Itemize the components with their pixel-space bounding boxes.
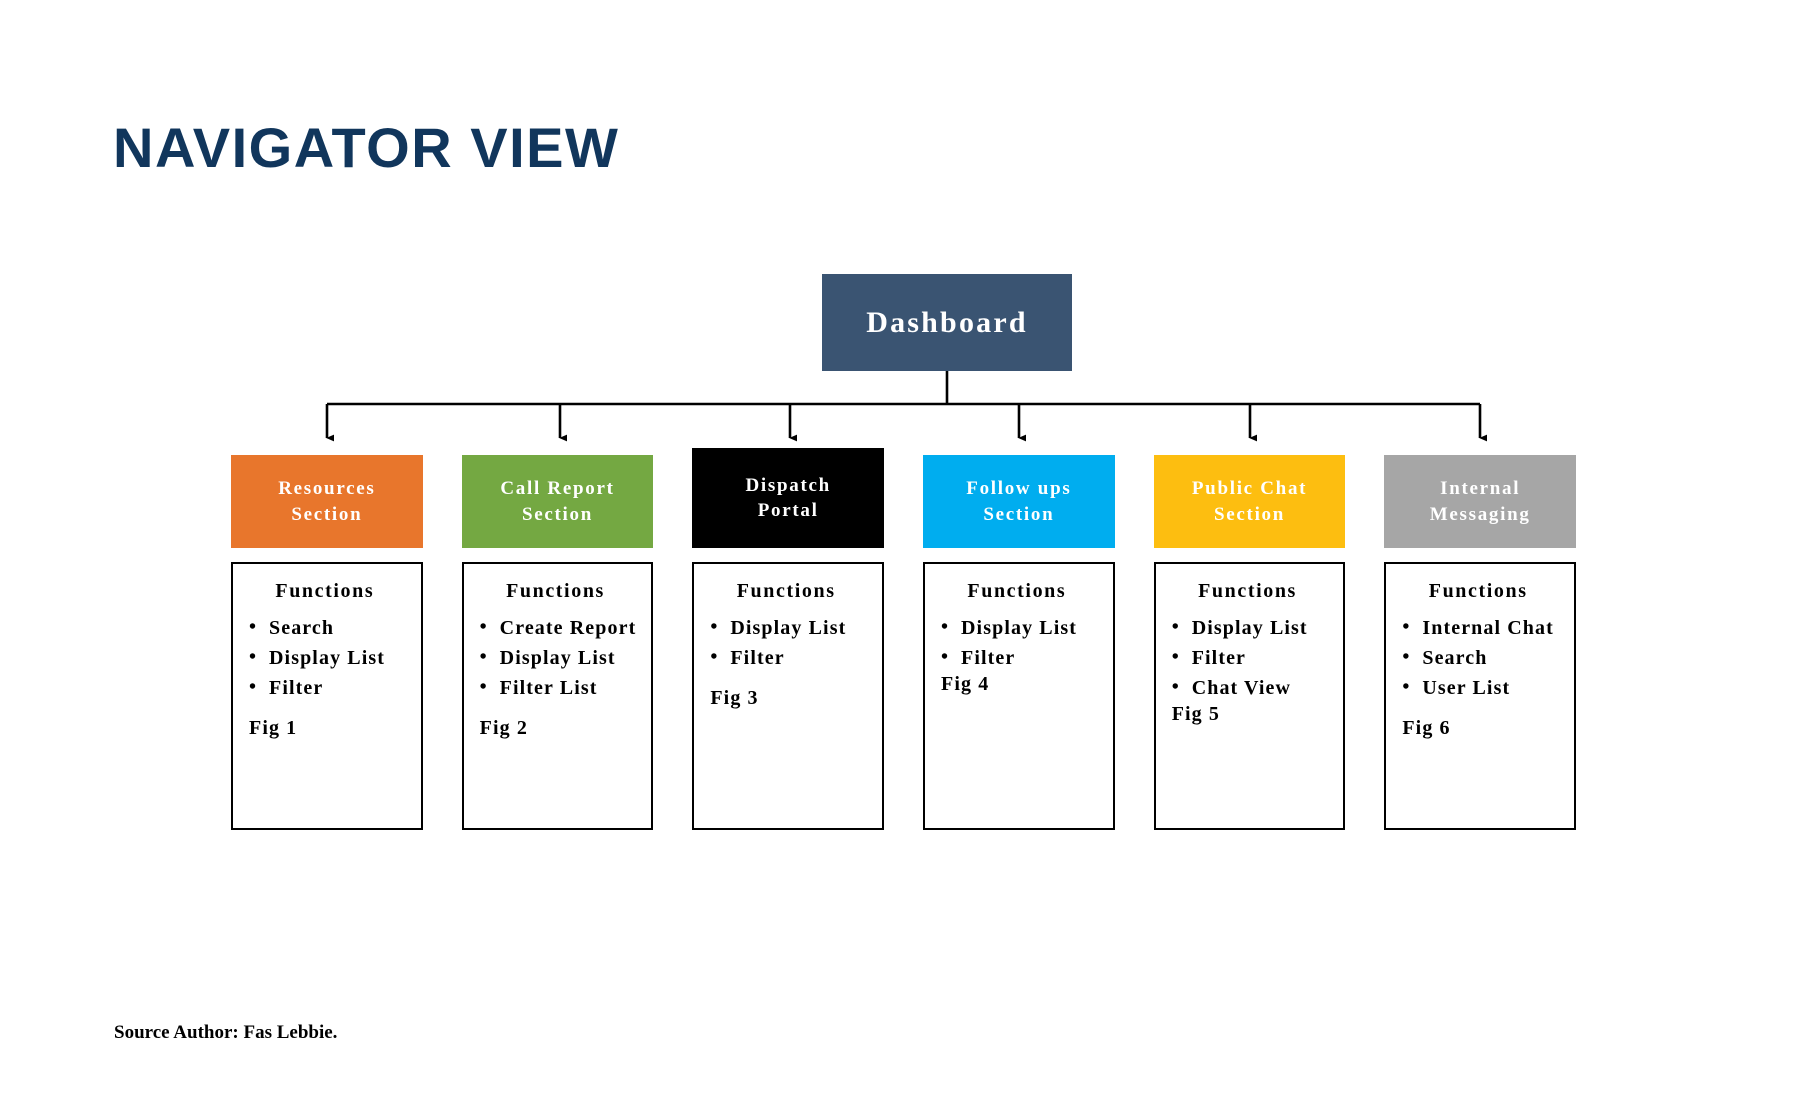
- functions-title: Functions: [1198, 580, 1297, 602]
- functions-card-call-report: Functions Create Report Display List Fil…: [461, 562, 654, 830]
- fig-label: Fig 4: [941, 673, 990, 695]
- function-item: Internal Chat: [1402, 612, 1564, 643]
- functions-card-internal-messaging: Functions Internal Chat Search User List…: [1384, 562, 1577, 830]
- fig-label: Fig 2: [479, 717, 528, 739]
- functions-title: Functions: [736, 580, 836, 602]
- function-item: Display List: [710, 612, 872, 643]
- functions-card-dispatch-portal: Functions Display List Filter Fig 3: [692, 562, 885, 830]
- function-item: Filter List: [480, 672, 642, 703]
- functions-title: Functions: [275, 580, 375, 602]
- functions-card-public-chat: Functions Display List Filter Chat View …: [1153, 562, 1346, 830]
- function-item: Filter: [249, 672, 411, 703]
- functions-title: Functions: [967, 580, 1067, 602]
- function-item: Filter: [710, 642, 872, 673]
- spacer: [704, 710, 872, 818]
- functions-card-resources: Functions Search Display List Filter Fig…: [231, 562, 423, 830]
- functions-list: Create Report Display List Filter List: [474, 612, 642, 703]
- spacer: [243, 740, 411, 818]
- functions-list: Display List Filter: [704, 612, 872, 673]
- fig-label: Fig 6: [1402, 717, 1451, 739]
- function-item: Display List: [941, 612, 1103, 643]
- function-item: User List: [1402, 672, 1564, 703]
- functions-card-follow-ups: Functions Display List Filter Fig 4: [923, 562, 1115, 830]
- functions-list: Display List Filter: [935, 612, 1103, 673]
- spacer: [474, 740, 642, 818]
- source-note: Source Author: Fas Lebbie.: [114, 1022, 338, 1043]
- function-item: Chat View: [1172, 672, 1334, 703]
- spacer: [1396, 740, 1564, 818]
- page-title: NAVIGATOR VIEW: [113, 116, 620, 179]
- fig-label: Fig 1: [249, 717, 298, 739]
- function-item: Search: [1402, 642, 1564, 673]
- functions-list: Display List Filter Chat View: [1166, 612, 1334, 703]
- fig-label: Fig 5: [1171, 703, 1220, 725]
- function-item: Display List: [1172, 612, 1334, 643]
- functions-list: Internal Chat Search User List: [1396, 612, 1564, 703]
- functions-list: Search Display List Filter: [243, 612, 411, 703]
- function-item: Display List: [480, 642, 642, 673]
- function-item: Display List: [249, 642, 411, 673]
- spacer: [935, 696, 1103, 818]
- root-node-label: Dashboard: [866, 305, 1028, 339]
- functions-title: Functions: [1428, 580, 1528, 602]
- function-item: Filter: [1172, 642, 1334, 673]
- root-node-dashboard[interactable]: Dashboard: [822, 274, 1072, 371]
- function-item: Search: [249, 612, 411, 643]
- function-item: Filter: [941, 642, 1103, 673]
- fig-label: Fig 3: [710, 687, 759, 709]
- function-item: Create Report: [480, 612, 642, 643]
- spacer: [1166, 726, 1334, 818]
- functions-title: Functions: [506, 580, 605, 602]
